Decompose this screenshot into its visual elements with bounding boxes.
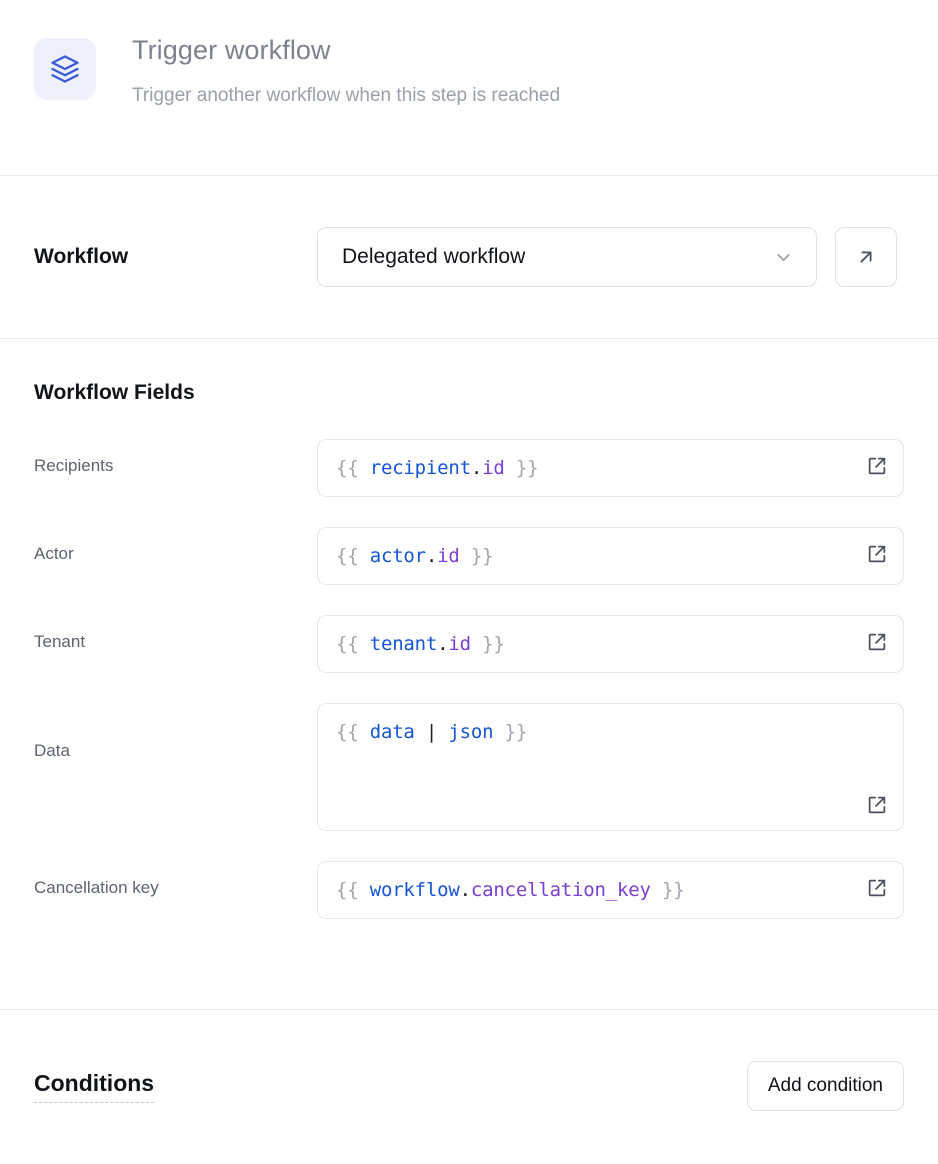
workflow-field-row: Tenant {{ tenant.id }}: [34, 615, 904, 673]
workflow-field-label: Actor: [34, 544, 74, 563]
chevron-down-icon: [773, 247, 794, 268]
step-header: Trigger workflow Trigger another workflo…: [0, 0, 938, 175]
external-link-icon[interactable]: [866, 631, 888, 653]
workflow-select-value: Delegated workflow: [342, 245, 526, 268]
add-condition-button[interactable]: Add condition: [746, 1061, 904, 1111]
workflow-field-input[interactable]: {{ workflow.cancellation_key }}: [317, 861, 904, 919]
divider-header: [0, 175, 938, 176]
workflow-field-label: Recipients: [34, 456, 114, 475]
workflow-select-row: Workflow Delegated workflow: [0, 176, 938, 338]
workflow-fields-list: Recipients {{ recipient.id }} Actor {{ acto…: [34, 439, 904, 919]
conditions-section: Conditions Add condition: [0, 1010, 938, 1162]
workflow-field-row: Cancellation key {{ workflow.cancellation…: [34, 861, 904, 919]
workflow-select[interactable]: Delegated workflow: [317, 227, 817, 287]
page-title: Trigger workflow: [132, 35, 331, 65]
workflow-field-input[interactable]: {{ actor.id }}: [317, 527, 904, 585]
workflow-field-input[interactable]: {{ data | json }}: [317, 703, 904, 831]
workflow-fields-section: Workflow Fields Recipients {{ recipient.i…: [0, 339, 938, 1009]
external-link-icon[interactable]: [866, 543, 888, 565]
workflow-field-row: Actor {{ actor.id }}: [34, 527, 904, 585]
workflow-field-row: Data {{ data | json }}: [34, 703, 904, 831]
workflow-field-row: Recipients {{ recipient.id }}: [34, 439, 904, 497]
divider-fields: [0, 1009, 938, 1010]
workflow-fields-title: Workflow Fields: [34, 381, 195, 404]
workflow-field-label: Cancellation key: [34, 878, 159, 897]
workflow-field-value: {{ tenant.id }}: [336, 633, 505, 655]
workflow-field-value: {{ actor.id }}: [336, 545, 494, 567]
workflow-field-label: Tenant: [34, 632, 86, 651]
workflow-field-value: {{ recipient.id }}: [336, 457, 539, 479]
open-workflow-button[interactable]: [835, 227, 897, 287]
step-header-text: Trigger workflow Trigger another workflo…: [132, 32, 560, 108]
external-link-icon[interactable]: [866, 794, 888, 816]
layers-icon: [34, 38, 96, 100]
external-link-icon[interactable]: [866, 455, 888, 477]
workflow-label: Workflow: [34, 245, 129, 268]
workflow-field-input[interactable]: {{ recipient.id }}: [317, 439, 904, 497]
arrow-up-right-icon: [855, 246, 877, 268]
workflow-field-label: Data: [34, 741, 70, 760]
workflow-field-value: {{ data | json }}: [336, 721, 528, 743]
workflow-field-input[interactable]: {{ tenant.id }}: [317, 615, 904, 673]
conditions-title: Conditions: [34, 1070, 155, 1103]
workflow-field-value: {{ workflow.cancellation_key }}: [336, 879, 685, 901]
external-link-icon[interactable]: [866, 877, 888, 899]
divider-workflow: [0, 338, 938, 339]
page-subtitle: Trigger another workflow when this step …: [132, 84, 561, 106]
